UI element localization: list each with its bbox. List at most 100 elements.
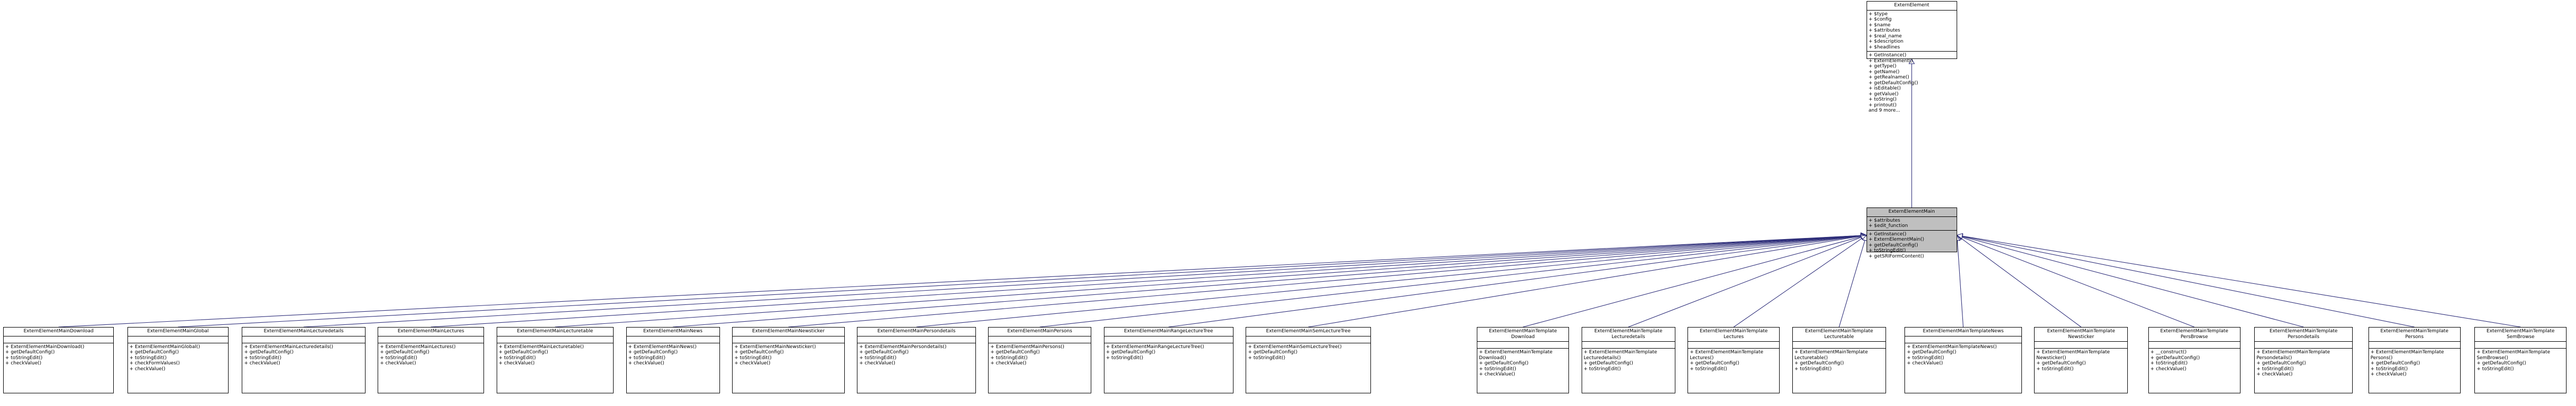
uml-attributes-compartment [127,336,229,343]
uml-class-title: ExternElement [1867,2,1957,11]
inheritance-edge [916,235,1867,328]
inheritance-arrowhead [1860,233,1867,240]
inheritance-edge [431,235,1867,328]
uml-class-template-persondetails[interactable]: ExternElementMainTemplate Persondetails+… [2254,327,2353,393]
uml-class-main-download[interactable]: ExternElementMainDownload + ExternElement… [3,327,114,393]
uml-method: + toStringEdit() [2036,366,2074,372]
uml-method: + checkValue() [5,361,42,366]
uml-methods-compartment: + ExternElementMainPersondetails()+ getD… [857,343,975,393]
uml-method: + toStringEdit() [498,355,536,361]
uml-class-template-newsticker[interactable]: ExternElementMainTemplate Newsticker+ Ex… [2034,327,2128,393]
uml-method: + ExternElementMainTemplate [2036,350,2110,355]
uml-class-title: ExternElementMainTemplate Persons [2368,328,2460,342]
uml-class-title: ExternElementMainTemplate Lecturedetails [1582,328,1675,342]
uml-attribute: + $real_name [1868,33,1902,39]
inheritance-edge [1628,235,1867,328]
uml-method: + ExternElementMainSemLectureTree() [1248,344,1342,350]
uml-class-title: ExternElementMainLectures [378,328,483,336]
uml-method: + getDefaultConfig() [734,350,784,355]
inheritance-edge [303,235,1867,328]
uml-attributes-compartment [497,336,613,343]
uml-methods-compartment: + ExternElementMainLecturetable()+ getDe… [497,343,613,393]
uml-class-main-lecturedetails[interactable]: ExternElementMainLecturedetails+ ExternE… [242,327,366,393]
uml-class-title: ExternElementMainNews [626,328,719,336]
uml-class-main-news[interactable]: ExternElementMainNews+ ExternElementMain… [626,327,720,393]
uml-attributes-compartment [378,336,483,343]
uml-method: and 9 more... [1868,108,1901,113]
uml-method: Lecturetable() [1794,355,1828,361]
uml-class-title: ExternElementMainPersons [989,328,1091,336]
uml-class-main-lecturetable[interactable]: ExternElementMainLecturetable+ ExternEle… [496,327,614,393]
inheritance-arrowhead [1860,234,1867,240]
uml-attribute: + $description [1868,39,1903,44]
uml-class-extern-element-main[interactable]: ExternElementMain+ $attributes+ $edit_fu… [1866,207,1957,259]
uml-attribute: + $attributes [1868,217,1900,223]
uml-method: + getDefaultConfig() [2036,361,2086,366]
uml-method: + toStringEdit() [1106,355,1143,361]
uml-class-template-news[interactable]: ExternElementMainTemplateNews+ ExternEle… [1904,327,2022,393]
uml-class-template-lectures[interactable]: ExternElementMainTemplate Lectures+ Exte… [1687,327,1780,393]
uml-attribute: + $headlines [1868,44,1900,50]
inheritance-edge [1733,235,1867,328]
inheritance-arrowhead [1860,232,1867,239]
uml-attributes-compartment [1688,342,1780,349]
uml-method: + toStringEdit() [1479,366,1516,372]
uml-method: + ExternElementMainPersondetails() [859,344,947,350]
inheritance-edge [1957,235,2415,328]
uml-class-main-global[interactable]: ExternElementMainGlobal+ ExternElementMa… [127,327,229,393]
uml-class-template-download[interactable]: ExternElementMainTemplate Download+ Exte… [1477,327,1570,393]
uml-class-main-newsticker[interactable]: ExternElementMainNewsticker+ ExternEleme… [732,327,845,393]
uml-method: + getRealname() [1868,75,1909,80]
uml-method: + getDefaultConfig() [1868,80,1918,86]
uml-attributes-compartment [2148,342,2240,349]
uml-method: + getDefaultConfig() [2476,361,2526,366]
uml-class-template-sembrowse[interactable]: ExternElementMainTemplate SemBrowse+ Ext… [2474,327,2567,393]
uml-method: + toStringEdit() [2150,361,2188,366]
uml-method: Lecturedetails() [1583,355,1621,361]
uml-class-template-lecturetable[interactable]: ExternElementMainTemplate Lecturetable + … [1792,327,1886,393]
uml-class-main-persons[interactable]: ExternElementMainPersons+ ExternElementM… [988,327,1091,393]
uml-class-template-lecturedetails[interactable]: ExternElementMainTemplate Lecturedetails… [1581,327,1675,393]
uml-method: + getSRIFormContent() [1868,253,1924,259]
inheritance-arrowhead [1860,232,1867,239]
uml-class-title: ExternElementMainSemLectureTree [1246,328,1370,336]
inheritance-edge [1523,235,1867,328]
uml-method: + checkValue() [244,361,280,366]
uml-method: + toStringEdit() [380,355,418,361]
uml-attributes-compartment [733,336,844,343]
uml-method: + ExternElementMainTemplate [2370,350,2444,355]
inheritance-arrowhead [1956,233,1963,240]
uml-method: + getDefaultConfig() [2370,361,2420,366]
inheritance-arrowhead [1956,233,1963,240]
inheritance-arrowhead [1860,235,1867,241]
uml-method: + getType() [1868,64,1897,69]
uml-class-template-persbrowse[interactable]: ExternElementMainTemplate PersBrowse+ __… [2148,327,2241,393]
uml-class-title: ExternElementMainTemplate Lecturetable [1792,328,1886,342]
uml-attribute: + $attributes [1868,28,1900,33]
inheritance-arrowhead [1860,232,1867,239]
uml-class-main-persondetails[interactable]: ExternElementMainPersondetails+ ExternEl… [857,327,976,393]
uml-methods-compartment: + ExternElementMainDownload()+ getDefaul… [4,343,113,393]
uml-method: Persondetails() [2256,355,2292,361]
uml-class-main-rangelecturetree[interactable]: ExternElementMainRangeLectureTree+ Exter… [1103,327,1233,393]
uml-attributes-compartment [3,336,114,343]
uml-method: + ExternElementMainTemplate [1794,350,1868,355]
uml-class-main-lectures[interactable]: ExternElementMainLectures+ ExternElement… [378,327,484,393]
uml-method: + ExternElementMainNewsticker() [734,344,816,350]
uml-class-main-semlecturetree[interactable]: ExternElementMainSemLectureTree + ExternE… [1246,327,1371,393]
inheritance-edge [788,235,1867,328]
uml-method: + getDefaultConfig() [1907,350,1957,355]
uml-attributes-compartment [242,336,365,343]
uml-class-extern-element[interactable]: ExternElement+ $type+ $config+ $name+ $a… [1866,1,1957,113]
uml-method: + toStringEdit() [1248,355,1286,361]
uml-attributes-compartment [989,336,1091,343]
uml-method: + checkValue() [859,361,895,366]
uml-method: + isEditable() [1868,86,1901,91]
uml-method: + GetInstance() [1868,231,1907,237]
uml-attributes-compartment [1246,336,1370,343]
uml-class-template-persons[interactable]: ExternElementMainTemplate Persons + Exter… [2368,327,2461,393]
uml-class-title: ExternElementMainDownload [3,328,114,336]
inheritance-arrowhead [1860,233,1867,239]
